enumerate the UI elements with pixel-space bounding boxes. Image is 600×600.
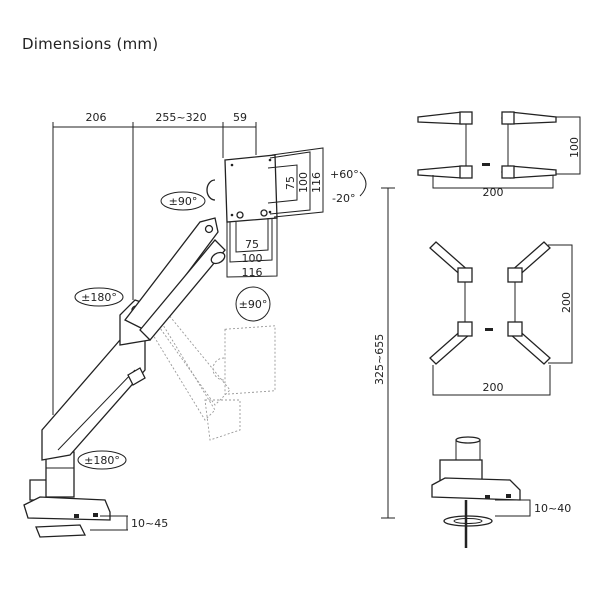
base-reach-label: 206 [86,111,107,124]
clamp-thickness-line [90,515,128,531]
tilt-up-label: +60° [330,168,359,181]
swivel-head-label: ±90° [169,195,198,208]
tilt-down-label: -20° [332,192,355,205]
vesa-horizontal-75: 75 [245,238,259,251]
top-dimension-lines [52,122,257,415]
base-rotation-icon [77,450,127,470]
vesa-dimension-lines [226,147,324,278]
elbow-rotation-label: ±180° [81,291,117,304]
grommet-thickness-label: 10~40 [534,502,571,515]
adapter-small-drawing [417,111,581,189]
vesa-vertical-116: 116 [310,172,323,193]
adapter-large-height-label: 200 [560,292,573,313]
swivel-arrow-icon [160,191,206,211]
arm-reach-label: 255~320 [155,111,206,124]
adapter-small-width-label: 200 [483,186,504,199]
grommet-base-drawing [431,436,531,548]
vesa-vertical-100: 100 [297,172,310,193]
clamp-thickness-label: 10~45 [131,517,168,530]
base-rotation-label: ±180° [84,454,120,467]
rotation-arrow-icon [235,286,271,322]
head-depth-label: 59 [233,111,247,124]
elbow-rotation-icon [74,287,124,307]
height-dimension-line [381,187,395,519]
adapter-small-height-label: 100 [568,137,581,158]
page-title: Dimensions (mm) [22,35,159,53]
rotation-head-label: ±90° [239,298,268,311]
tilt-arrow-icon [359,171,367,197]
monitor-arm [23,154,278,538]
vesa-horizontal-100: 100 [242,252,263,265]
vesa-horizontal-116: 116 [242,266,263,279]
height-range-label: 325~655 [373,334,386,385]
vesa-vertical-75: 75 [284,176,297,190]
adapter-large-width-label: 200 [483,381,504,394]
adapter-large-drawing [429,241,573,396]
